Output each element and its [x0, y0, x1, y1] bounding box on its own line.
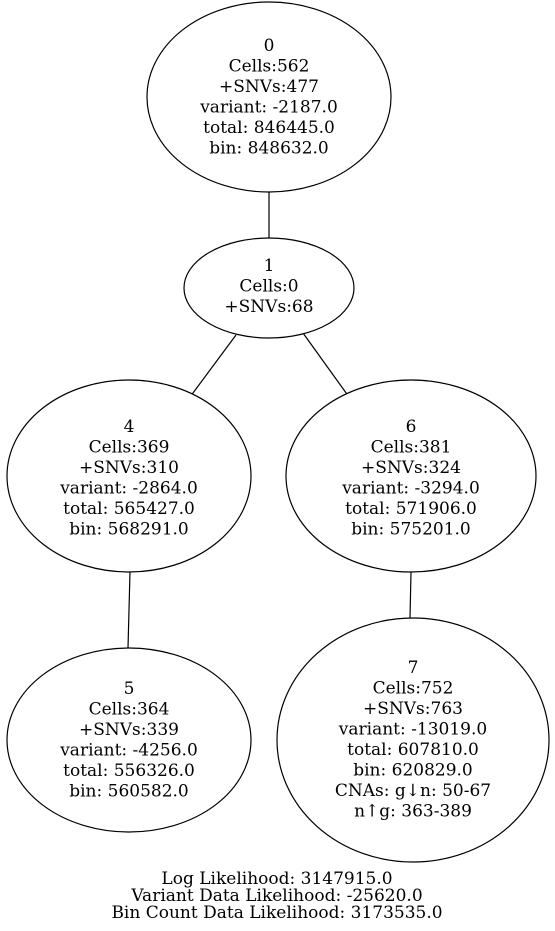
node-6-line-4: total: 571906.0 — [345, 499, 477, 519]
footer-bin-count-likelihood: Bin Count Data Likelihood: 3173535.0 — [111, 903, 442, 923]
node-ellipse-1 — [183, 237, 355, 339]
node-5-line-3: variant: -4256.0 — [59, 741, 198, 761]
node-5-line-1: Cells:364 — [89, 700, 170, 720]
node-5-line-5: bin: 560582.0 — [69, 782, 189, 802]
node-7-line-6: CNAs: g↓n: 50-67 — [335, 781, 491, 801]
node-4-line-3: variant: -2864.0 — [59, 479, 198, 499]
node-6-line-5: bin: 575201.0 — [351, 520, 471, 540]
node-ellipse-6 — [285, 379, 537, 573]
node-7-line-5: bin: 620829.0 — [353, 761, 473, 781]
node-ellipse-0 — [146, 1, 392, 193]
node-1-line-1: Cells:0 — [239, 277, 298, 297]
node-ellipse-5 — [6, 647, 252, 833]
footer-variant-likelihood: Variant Data Likelihood: -25620.0 — [130, 886, 422, 906]
node-7-line-1: Cells:752 — [373, 679, 454, 699]
node-5-line-4: total: 556326.0 — [63, 761, 195, 781]
node-4-line-1: Cells:369 — [89, 438, 170, 458]
node-0-line-0: 0 — [264, 36, 275, 56]
node-0-line-2: +SNVs:477 — [219, 77, 319, 97]
node-0-line-4: total: 846445.0 — [203, 118, 335, 138]
node-4-line-4: total: 565427.0 — [63, 499, 195, 519]
node-7-line-4: total: 607810.0 — [347, 740, 479, 760]
edges-layer — [127, 192, 412, 649]
node-0-line-3: variant: -2187.0 — [199, 98, 338, 118]
edge-1-4 — [189, 334, 237, 398]
node-4-line-5: bin: 568291.0 — [69, 520, 189, 540]
node-0-line-1: Cells:562 — [229, 57, 310, 77]
node-6-line-0: 6 — [406, 417, 417, 437]
node-4-line-0: 4 — [124, 417, 135, 437]
node-7-line-3: variant: -13019.0 — [338, 720, 487, 740]
node-7-line-2: +SNVs:763 — [363, 699, 463, 719]
node-6-line-2: +SNVs:324 — [361, 458, 461, 478]
node-0-line-5: bin: 848632.0 — [209, 139, 329, 159]
node-ellipse-7 — [276, 617, 550, 863]
likelihood-footer: Log Likelihood: 3147915.0 Variant Data L… — [111, 869, 442, 923]
node-6-line-1: Cells:381 — [371, 438, 452, 458]
node-1-line-0: 1 — [264, 256, 275, 276]
node-5-line-0: 5 — [124, 679, 135, 699]
footer-log-likelihood: Log Likelihood: 3147915.0 — [161, 869, 392, 889]
node-6-line-3: variant: -3294.0 — [341, 479, 480, 499]
node-4-line-2: +SNVs:310 — [79, 458, 179, 478]
node-7-line-0: 7 — [408, 658, 419, 678]
edge-4-5 — [127, 571, 131, 649]
node-7-line-7: n↑g: 363-389 — [354, 802, 472, 822]
edge-6-7 — [409, 571, 412, 619]
node-1-line-2: +SNVs:68 — [224, 297, 313, 317]
edge-1-6 — [302, 332, 350, 398]
node-ellipse-4 — [6, 379, 252, 573]
node-5-line-2: +SNVs:339 — [79, 720, 179, 740]
